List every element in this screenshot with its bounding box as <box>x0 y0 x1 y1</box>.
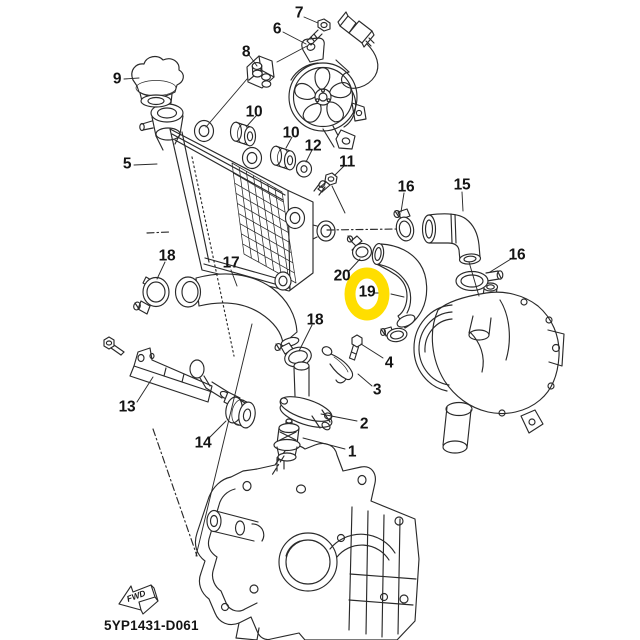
part-callout-7[interactable]: 7 <box>294 4 304 22</box>
part-callout-6[interactable]: 6 <box>272 20 282 38</box>
part-callout-15[interactable]: 15 <box>453 176 471 194</box>
hose-clamp-20 <box>346 235 373 262</box>
part-callout-17[interactable]: 17 <box>222 254 240 272</box>
fan-rubber-mount <box>246 55 275 89</box>
part-callout-12[interactable]: 12 <box>304 137 322 155</box>
highlight-dot <box>469 459 474 464</box>
part-callout-1[interactable]: 1 <box>347 443 357 461</box>
radiator-outlet <box>312 220 336 242</box>
part-callout-2[interactable]: 2 <box>359 415 369 433</box>
hose-19 <box>371 242 428 329</box>
mount-damper-2 <box>269 145 297 171</box>
fan-bolt <box>306 18 331 46</box>
part-callout-14[interactable]: 14 <box>194 434 212 452</box>
part-callout-18b[interactable]: 18 <box>306 311 324 329</box>
leader-lines <box>123 16 512 450</box>
assembly-lines <box>146 156 480 557</box>
mount-damper-1 <box>229 121 257 147</box>
cooling-fan <box>288 11 379 150</box>
part-callout-11[interactable]: 11 <box>339 153 355 171</box>
bolt-4 <box>348 334 363 361</box>
part-callout-18a[interactable]: 18 <box>158 247 176 265</box>
part-callout-3[interactable]: 3 <box>372 381 382 399</box>
part-callout-16b[interactable]: 16 <box>508 246 526 264</box>
part-callout-16a[interactable]: 16 <box>397 178 415 196</box>
part-callout-10a[interactable]: 10 <box>245 103 263 121</box>
part-callout-5[interactable]: 5 <box>122 155 132 173</box>
hose-19-lower-clamp <box>380 326 408 343</box>
diagram-code: 5YP1431-D061 <box>104 618 199 633</box>
engine-block <box>194 442 420 640</box>
hose-clamp-16b <box>455 270 504 292</box>
radiator <box>169 119 336 292</box>
grommet-14 <box>225 396 256 429</box>
hose-clamp-18a <box>133 276 170 315</box>
part-callout-10b[interactable]: 10 <box>282 124 300 142</box>
fwd-arrow: FWD <box>118 584 159 615</box>
hose-clamp-16a <box>393 208 415 242</box>
part-callout-19-highlighted[interactable]: 19 <box>358 283 376 301</box>
fan-motor-wire <box>335 11 379 89</box>
radiator-cap <box>131 55 184 108</box>
hose-15 <box>421 213 482 265</box>
wire-holder-3 <box>321 346 354 384</box>
part-callout-9[interactable]: 9 <box>112 70 122 88</box>
washer-12 <box>295 160 313 178</box>
part-callout-4[interactable]: 4 <box>384 354 394 372</box>
highlight-ring <box>344 267 390 321</box>
thermostat-1 <box>273 418 301 462</box>
bolt-11 <box>317 172 338 193</box>
part-callout-13[interactable]: 13 <box>118 398 136 416</box>
part-callout-20[interactable]: 20 <box>333 267 351 285</box>
part-callout-8[interactable]: 8 <box>241 43 251 61</box>
water-pipe-2 <box>279 361 333 431</box>
radiator-filler-neck <box>139 103 184 151</box>
water-pump-housing <box>413 291 565 454</box>
fan-blades <box>292 67 354 126</box>
